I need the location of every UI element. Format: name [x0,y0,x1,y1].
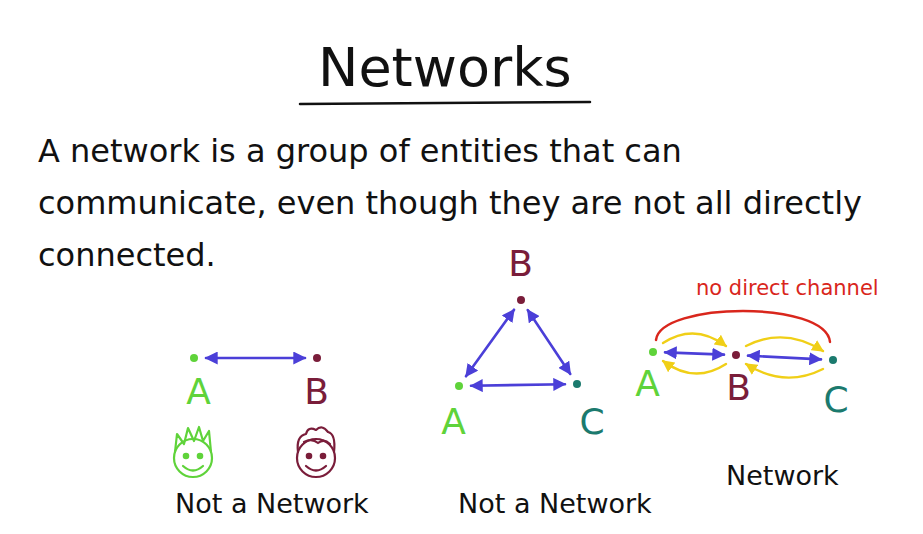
node-dot [313,354,321,362]
bracket-label: no direct channel [696,276,879,301]
network-node: B [723,370,754,410]
node-letter: B [505,246,536,282]
network-node: B [301,374,332,414]
network-node: A [183,374,214,414]
link-arrow [466,310,514,377]
title-underline [300,102,590,104]
node-dot [649,348,657,356]
network-node: A [438,404,469,444]
node-letter: C [820,382,852,418]
message-arrow [663,333,726,346]
node-letter: B [723,370,754,406]
bracket [656,311,830,342]
node-dot [732,351,740,359]
node-letter: A [632,366,663,402]
node-letter: A [438,404,469,440]
title: Networks [318,36,572,101]
diagram-caption: Not a Network [175,488,369,520]
message-arrow [746,364,823,378]
link-arrow [471,384,565,386]
diagram-caption-text: Network [726,460,839,491]
person-face [297,427,335,477]
network-node: C [576,404,608,444]
network-node: C [820,382,852,422]
node-dot [455,382,463,390]
diagram-caption: Not a Network [458,488,652,520]
link-arrow [748,356,821,360]
link-arrow [665,352,724,354]
definition-text: A network is a group of entities that ca… [38,126,888,281]
message-arrow [663,361,726,374]
node-letter: C [576,404,608,440]
diagram-caption-text: Not a Network [175,488,369,519]
node-dot [573,380,581,388]
bracket-label-text: no direct channel [696,276,879,300]
network-node: A [632,366,663,406]
node-dot [190,354,198,362]
node-dot [829,356,837,364]
diagram-caption: Network [726,460,839,492]
message-arrow [746,337,823,351]
link-arrow [528,310,571,374]
node-dot [517,296,525,304]
person-face [174,427,212,477]
diagram-caption-text: Not a Network [458,488,652,519]
network-node: B [505,246,536,286]
definition-text-text: A network is a group of entities that ca… [38,132,862,274]
link-arrow [206,357,305,360]
node-letter: A [183,374,214,410]
node-letter: B [301,374,332,410]
title-text: Networks [318,36,572,99]
